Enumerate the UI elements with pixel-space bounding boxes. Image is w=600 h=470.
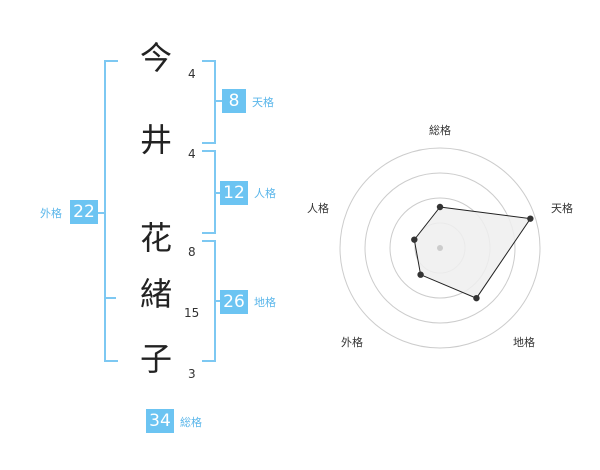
radar-center [437, 245, 443, 251]
gaikaku-connector [98, 212, 104, 214]
name-char-1: 今 [139, 39, 172, 77]
axis-label-soukaku: 総格 [429, 123, 451, 137]
radar-shape [413, 206, 532, 299]
stroke-count-5: 3 [188, 367, 196, 381]
radar-ring-3 [364, 172, 516, 324]
gaikaku-label: 外格 [40, 207, 62, 220]
tenkaku-label: 天格 [252, 96, 274, 109]
radar-point-5 [411, 236, 418, 243]
radar-point-2 [527, 215, 534, 222]
jinkaku-label: 人格 [254, 187, 276, 200]
gaikaku-bracket [104, 60, 118, 362]
chikaku-label: 地格 [254, 296, 276, 309]
axis-label-tenkaku: 天格 [551, 201, 573, 215]
stroke-count-1: 4 [188, 67, 196, 81]
axis-label-gaikaku: 外格 [341, 335, 363, 349]
stroke-count-3: 8 [188, 245, 196, 259]
stroke-count-4: 15 [184, 306, 200, 320]
gaikaku-inner-tick [106, 297, 116, 299]
name-char-2: 井 [139, 121, 172, 159]
gaikaku-value-badge: 22 [70, 200, 98, 224]
stroke-count-2: 4 [188, 147, 196, 161]
soukaku-value-badge: 34 [146, 409, 174, 433]
jinkaku-value-badge: 12 [220, 181, 248, 205]
name-char-3: 花 [139, 219, 172, 257]
name-char-5: 子 [139, 340, 172, 378]
radar-point-3 [473, 294, 480, 302]
tenkaku-connector [214, 100, 222, 102]
radar-ring-4 [339, 147, 541, 349]
jinkaku-connector [214, 192, 222, 194]
name-char-4: 緒 [139, 275, 172, 313]
axis-label-chikaku: 地格 [513, 335, 535, 349]
chikaku-value-badge: 26 [220, 290, 248, 314]
tenkaku-value-badge: 8 [222, 89, 246, 113]
chikaku-connector [214, 300, 222, 302]
soukaku-label: 総格 [180, 416, 202, 429]
axis-label-jinkaku: 人格 [307, 201, 329, 215]
radar-point-1 [436, 203, 444, 211]
tenkaku-bracket [202, 60, 216, 144]
radar-point-4 [417, 271, 424, 278]
